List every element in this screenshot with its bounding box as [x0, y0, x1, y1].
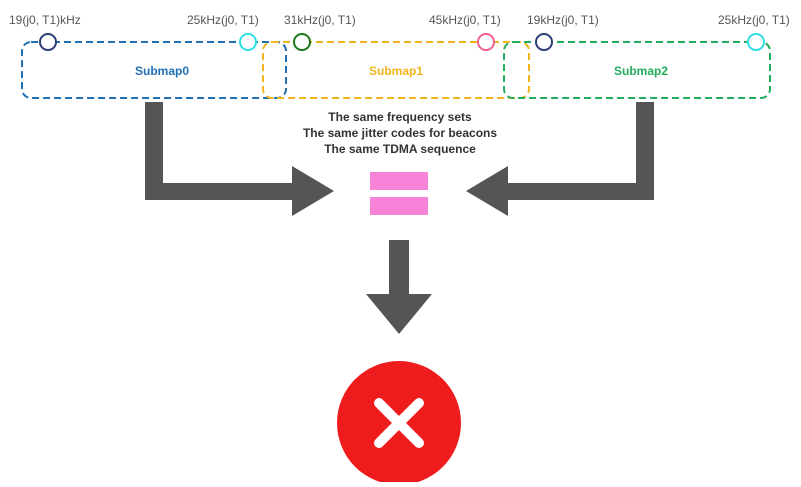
arrow-right-elbow — [466, 102, 654, 216]
submap2-frame — [503, 41, 771, 99]
equals-bar-bottom — [370, 197, 428, 215]
marker-submap0-right — [239, 33, 257, 51]
freq-label-submap1-right: 45kHz(j0, T1) — [429, 13, 501, 27]
freq-label-submap0-right: 25kHz(j0, T1) — [187, 13, 259, 27]
close-x-icon — [337, 361, 461, 485]
arrow-left-elbow — [145, 102, 334, 216]
caption-line-2: The same jitter codes for beacons — [302, 126, 498, 140]
submap2-label: Submap2 — [613, 64, 668, 78]
marker-submap1-left — [293, 33, 311, 51]
submap1-frame — [262, 41, 530, 99]
marker-submap2-left — [535, 33, 553, 51]
marker-submap2-right — [747, 33, 765, 51]
freq-label-submap0-left: 19(j0, T1)kHz — [9, 13, 81, 27]
freq-label-submap2-left: 19kHz(j0, T1) — [527, 13, 599, 27]
marker-submap0-left — [39, 33, 57, 51]
submap1-label: Submap1 — [368, 64, 423, 78]
caption-line-1: The same frequency sets — [328, 110, 472, 124]
freq-label-submap2-right: 25kHz(j0, T1) — [718, 13, 790, 27]
submap0-label: Submap0 — [134, 64, 189, 78]
marker-submap1-right — [477, 33, 495, 51]
equals-bar-top — [370, 172, 428, 190]
caption-line-3: The same TDMA sequence — [324, 142, 476, 156]
arrow-down — [366, 240, 432, 334]
freq-label-submap1-left: 31kHz(j0, T1) — [284, 13, 356, 27]
submap0-frame — [21, 41, 287, 99]
